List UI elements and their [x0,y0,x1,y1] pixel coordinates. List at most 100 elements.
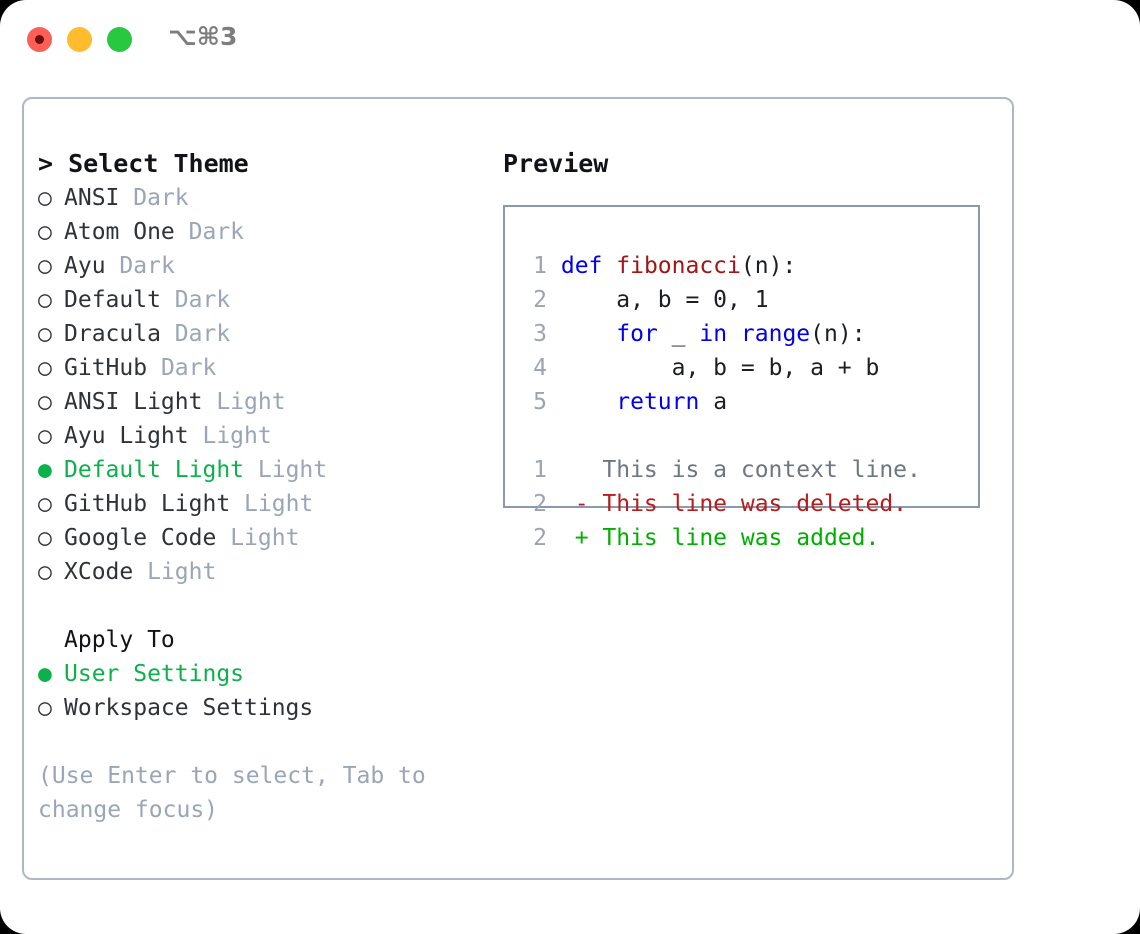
minimize-button[interactable] [67,27,92,52]
content-panel: > Select Theme ○ANSI Dark○Atom One Dark○… [22,97,1014,880]
code-token: a, b = 0, 1 [560,287,769,313]
line-number: 2 [533,491,547,517]
theme-option-label: Default Light [64,457,245,483]
theme-list: ○ANSI Dark○Atom One Dark○Ayu Dark○Defaul… [38,181,498,589]
radio-unselected-icon: ○ [38,491,52,517]
apply-to-option-label: User Settings [64,661,245,687]
radio-unselected-icon: ○ [38,389,52,415]
theme-option[interactable]: ●Default Light Light [38,453,498,487]
radio-unselected-icon: ○ [38,185,52,211]
diff-line-text: + This line was added. [547,525,880,551]
code-line: 4 a, b = b, a + b [521,351,972,385]
theme-option[interactable]: ○ Ayu Light Light [38,419,498,453]
code-line: 2 a, b = 0, 1 [521,283,972,317]
apply-to-option[interactable]: ● User Settings [38,657,498,691]
radio-unselected-icon: ○ [38,695,52,721]
maximize-button[interactable] [107,27,132,52]
title-bar: ⌥⌘3 [0,0,1140,76]
theme-option-tag: Dark [188,219,245,245]
radio-selected-icon: ● [38,661,52,687]
code-token: in [699,321,728,347]
theme-option[interactable]: ○ XCode Light [38,555,498,589]
line-number: 2 [533,287,547,313]
theme-option[interactable]: ○Atom One Dark [38,215,498,249]
theme-option-label: Ayu Light [64,423,189,449]
preview-column: Preview 1 def fibonacci(n):2 a, b = 0, 1… [503,147,1003,551]
diff-line: 2 + This line was added. [521,521,972,555]
theme-option-tag: Dark [133,185,189,211]
code-token: def [560,253,617,279]
line-number: 1 [533,457,547,483]
theme-option-label: XCode [64,559,134,585]
line-number: 5 [533,389,547,415]
radio-unselected-icon: ○ [38,559,52,585]
preview-title: Preview [503,149,609,178]
theme-picker-column: > Select Theme ○ANSI Dark○Atom One Dark○… [38,147,498,827]
theme-option-tag: Dark [174,321,231,347]
apply-to-heading: Apply To [64,627,175,653]
code-line: 1 def fibonacci(n): [521,249,972,283]
code-line: 5 return a [521,385,972,419]
radio-unselected-icon: ○ [38,355,52,381]
theme-option[interactable]: ○ ANSI Dark [38,181,498,215]
code-token: return [616,389,700,415]
code-token: a, b = b, a + b [560,355,880,381]
code-token: fibonacci [616,253,741,279]
apply-to-option-label: Workspace Settings [64,695,314,721]
theme-option[interactable]: ○ Dracula Dark [38,317,498,351]
diff-line-text: This is a context line. [547,457,921,483]
code-token: a [699,389,728,415]
code-token: _ [657,321,700,347]
diff-line-text: - This line was deleted. [547,491,908,517]
theme-option-tag: Light [202,423,272,449]
code-token: range [740,321,811,347]
keyboard-hint: (Use Enter to select, Tab to change focu… [38,763,440,823]
close-button[interactable] [27,27,52,52]
theme-option-label: GitHub Light [64,491,231,517]
window-title: ⌥⌘3 [168,22,238,51]
theme-option[interactable]: ○Default Dark [38,283,498,317]
theme-option-label: ANSI [64,185,120,211]
radio-unselected-icon: ○ [38,321,52,347]
page-title: > Select Theme [38,149,249,178]
radio-selected-icon: ● [38,457,52,483]
radio-unselected-icon: ○ [38,287,52,313]
theme-option-label: Google Code [64,525,217,551]
theme-option-tag: Dark [160,355,217,381]
theme-option[interactable]: ○ Ayu Dark [38,249,498,283]
theme-option[interactable]: ○GitHub Light Light [38,487,498,521]
apply-to-list: ● User Settings ○ Workspace Settings [38,657,498,725]
theme-option-tag: Light [230,525,300,551]
line-number: 3 [533,321,547,347]
code-token [561,321,616,347]
theme-option-tag: Dark [119,253,175,279]
theme-option-label: Ayu [64,253,106,279]
theme-option[interactable]: ○ Google Code Light [38,521,498,555]
apply-to-option[interactable]: ○ Workspace Settings [38,691,498,725]
code-token: (n): [810,321,866,347]
theme-option-label: GitHub [64,355,148,381]
line-number: 2 [533,525,547,551]
theme-option-tag: Light [147,559,217,585]
radio-unselected-icon: ○ [38,423,52,449]
radio-unselected-icon: ○ [38,219,52,245]
theme-option-tag: Dark [174,287,231,313]
code-token [561,389,616,415]
theme-option-label: Dracula [64,321,161,347]
code-token: (n): [740,253,797,279]
preview-spacer [521,419,972,453]
diff-line: 2 - This line was deleted. [521,487,972,521]
theme-option-label: ANSI Light [64,389,203,415]
code-line: 3 for _ in range(n): [521,317,972,351]
theme-option[interactable]: ○ GitHub Dark [38,351,498,385]
code-token [727,321,741,347]
code-token: for [616,321,658,347]
line-number: 4 [533,355,547,381]
line-number: 1 [533,253,547,279]
radio-unselected-icon: ○ [38,253,52,279]
radio-unselected-icon: ○ [38,525,52,551]
theme-option[interactable]: ○ANSI Light Light [38,385,498,419]
